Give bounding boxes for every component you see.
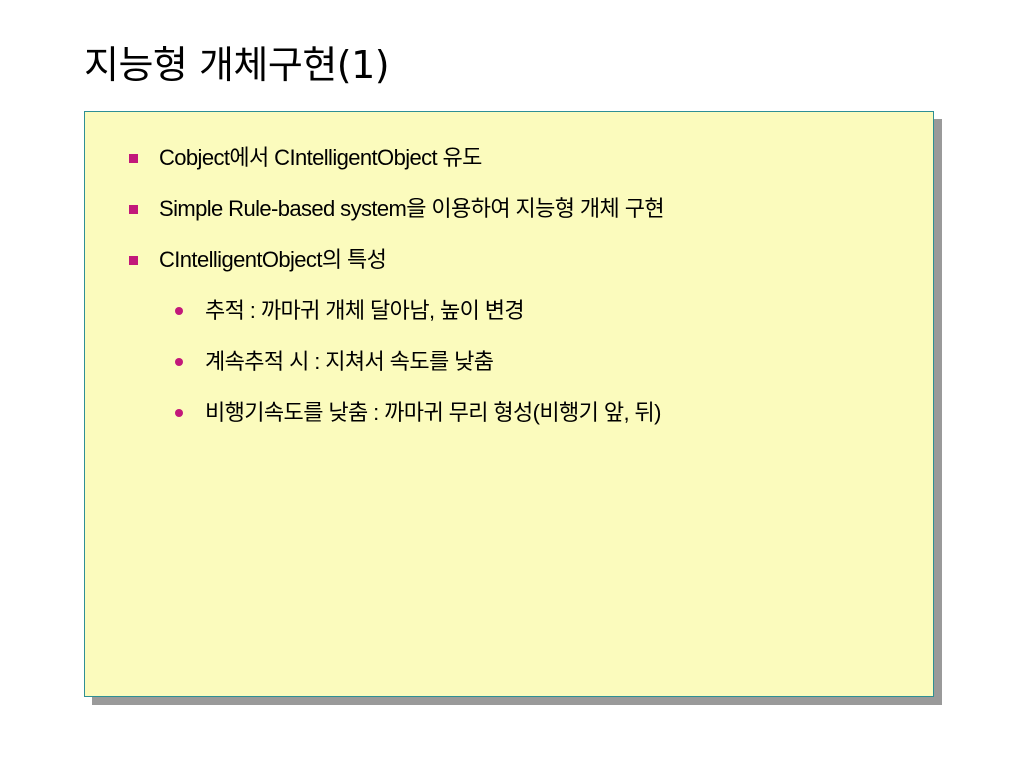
bullet-text: Cobject에서 CIntelligentObject 유도 <box>159 145 482 170</box>
sub-bullet-item-flock: 비행기속도를 낮춤 : 까마귀 무리 형성(비행기 앞, 뒤) <box>175 399 661 427</box>
bullet-text: 계속추적 시 : 지쳐서 속도를 낮춤 <box>205 349 494 374</box>
content-panel: Cobject에서 CIntelligentObject 유도 Simple R… <box>84 111 934 697</box>
dot-bullet-icon <box>175 358 183 366</box>
bullet-item-rule-based: Simple Rule-based system을 이용하여 지능형 개체 구현 <box>129 195 665 223</box>
bullet-text: CIntelligentObject의 특성 <box>159 247 387 272</box>
sub-bullet-item-tired: 계속추적 시 : 지쳐서 속도를 낮춤 <box>175 348 494 376</box>
dot-bullet-icon <box>175 307 183 315</box>
bullet-text: 추적 : 까마귀 개체 달아남, 높이 변경 <box>205 298 525 323</box>
square-bullet-icon <box>129 256 138 265</box>
square-bullet-icon <box>129 154 138 163</box>
slide-title: 지능형 개체구현(1) <box>84 43 390 87</box>
bullet-text: Simple Rule-based system을 이용하여 지능형 개체 구현 <box>159 196 665 221</box>
bullet-item-derive: Cobject에서 CIntelligentObject 유도 <box>129 144 482 172</box>
bullet-text: 비행기속도를 낮춤 : 까마귀 무리 형성(비행기 앞, 뒤) <box>205 400 661 425</box>
dot-bullet-icon <box>175 409 183 417</box>
square-bullet-icon <box>129 205 138 214</box>
sub-bullet-item-chase: 추적 : 까마귀 개체 달아남, 높이 변경 <box>175 297 525 325</box>
bullet-item-characteristics: CIntelligentObject의 특성 <box>129 246 387 274</box>
